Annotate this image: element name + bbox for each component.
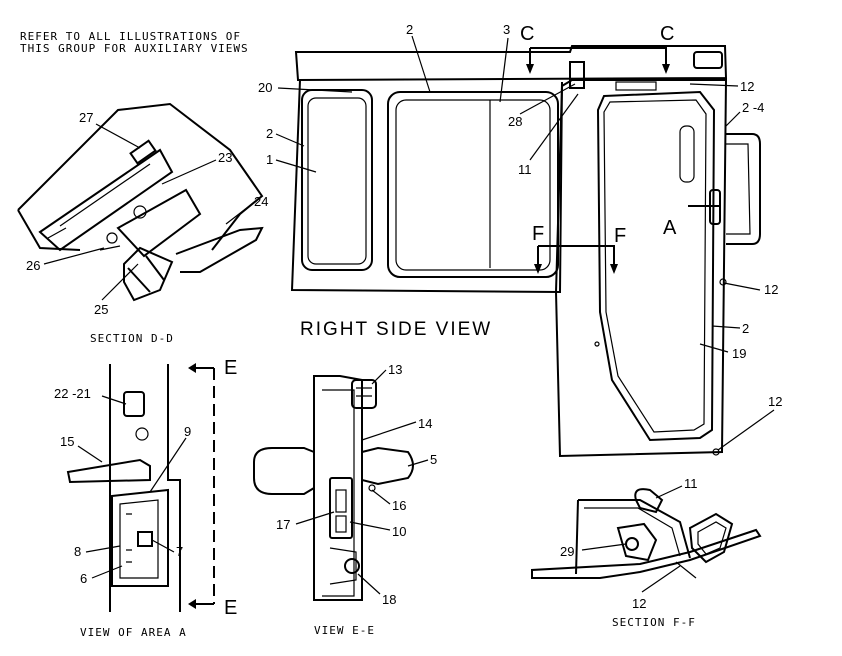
section-c-right-label: C xyxy=(660,23,674,45)
section-ff-drawing xyxy=(531,488,762,579)
callout-17: 17 xyxy=(276,517,290,532)
callout-14: 14 xyxy=(418,416,432,431)
section-c-left-label: C xyxy=(520,23,534,45)
callout-18: 18 xyxy=(382,592,396,607)
section-ff-caption: SECTION F-F xyxy=(612,616,696,629)
callout-9: 9 xyxy=(184,424,191,439)
view-area-a-callouts: 22 -21 15 9 8 7 6 xyxy=(54,386,191,586)
section-dd-caption: SECTION D-D xyxy=(90,332,174,345)
callout-6: 6 xyxy=(80,571,87,586)
callout-20: 20 xyxy=(258,80,272,95)
section-e-top-label: E xyxy=(224,357,237,379)
area-a-label: A xyxy=(663,217,677,239)
callout-5: 5 xyxy=(430,452,437,467)
callout-29: 29 xyxy=(560,544,574,559)
callout-2-left: 2 xyxy=(266,126,273,141)
callout-12-mid: 12 xyxy=(764,282,778,297)
callout-24: 24 xyxy=(254,194,268,209)
note-line-2: THIS GROUP FOR AUXILIARY VIEWS xyxy=(20,42,249,55)
callout-23: 23 xyxy=(218,150,232,165)
callout-8: 8 xyxy=(74,544,81,559)
view-ee-caption: VIEW E-E xyxy=(314,624,375,637)
callout-11: 11 xyxy=(518,162,532,177)
section-f-right-label: F xyxy=(614,225,626,247)
cab-right-side-view xyxy=(290,45,761,458)
view-ee-callouts: 13 14 5 16 17 10 18 xyxy=(276,362,437,607)
callout-11-ff: 11 xyxy=(684,476,698,491)
callout-12-top: 12 xyxy=(740,79,754,94)
callout-2-door: 2 xyxy=(742,321,749,336)
callout-1: 1 xyxy=(266,152,273,167)
callout-16: 16 xyxy=(392,498,406,513)
right-side-view-title: RIGHT SIDE VIEW xyxy=(300,319,492,340)
view-ee-drawing xyxy=(253,375,414,601)
section-dd-callouts: 27 23 24 26 25 xyxy=(26,110,268,317)
callout-10: 10 xyxy=(392,524,406,539)
section-e-bottom-label: E xyxy=(224,597,237,619)
callout-13: 13 xyxy=(388,362,402,377)
callout-2-4: 2 -4 xyxy=(742,100,764,115)
callout-12-ff: 12 xyxy=(632,596,646,611)
callout-12-bottom: 12 xyxy=(768,394,782,409)
callout-7: 7 xyxy=(176,544,183,559)
callout-28: 28 xyxy=(508,114,522,129)
callout-2-top: 2 xyxy=(406,22,413,37)
callout-25: 25 xyxy=(94,302,108,317)
callout-19: 19 xyxy=(732,346,746,361)
callout-22-21: 22 -21 xyxy=(54,386,91,401)
callout-15: 15 xyxy=(60,434,74,449)
section-f-left-label: F xyxy=(532,223,544,245)
section-ff-callouts: 11 29 12 xyxy=(560,476,698,611)
callout-26: 26 xyxy=(26,258,40,273)
callout-27: 27 xyxy=(79,110,93,125)
note-line-1: REFER TO ALL ILLUSTRATIONS OF xyxy=(20,30,241,43)
callout-3: 3 xyxy=(503,22,510,37)
view-area-a-caption: VIEW OF AREA A xyxy=(80,626,187,639)
main-view-callouts: 2 3 20 2 1 28 11 12 2 -4 12 2 19 12 xyxy=(258,22,782,451)
section-dd-drawing xyxy=(17,102,264,302)
